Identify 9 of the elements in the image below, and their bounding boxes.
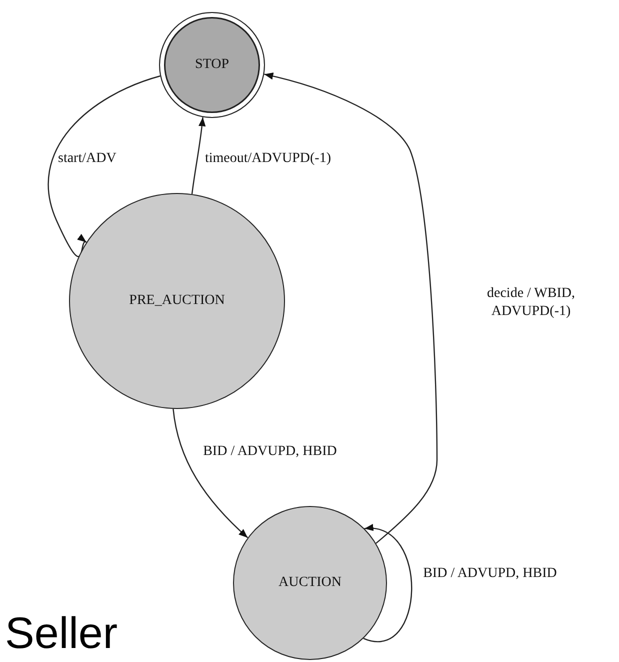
- transition-arrow: [172, 408, 248, 538]
- transition-arrow: [363, 526, 412, 642]
- transition-arrow: [264, 72, 438, 544]
- state-label: AUCTION: [278, 575, 342, 591]
- state-label: PRE_AUCTION: [129, 293, 225, 309]
- state-label: STOP: [195, 57, 229, 73]
- diagram-label: Seller: [5, 612, 118, 656]
- transition-arrow: [191, 117, 206, 194]
- transition-arrow: [48, 75, 160, 257]
